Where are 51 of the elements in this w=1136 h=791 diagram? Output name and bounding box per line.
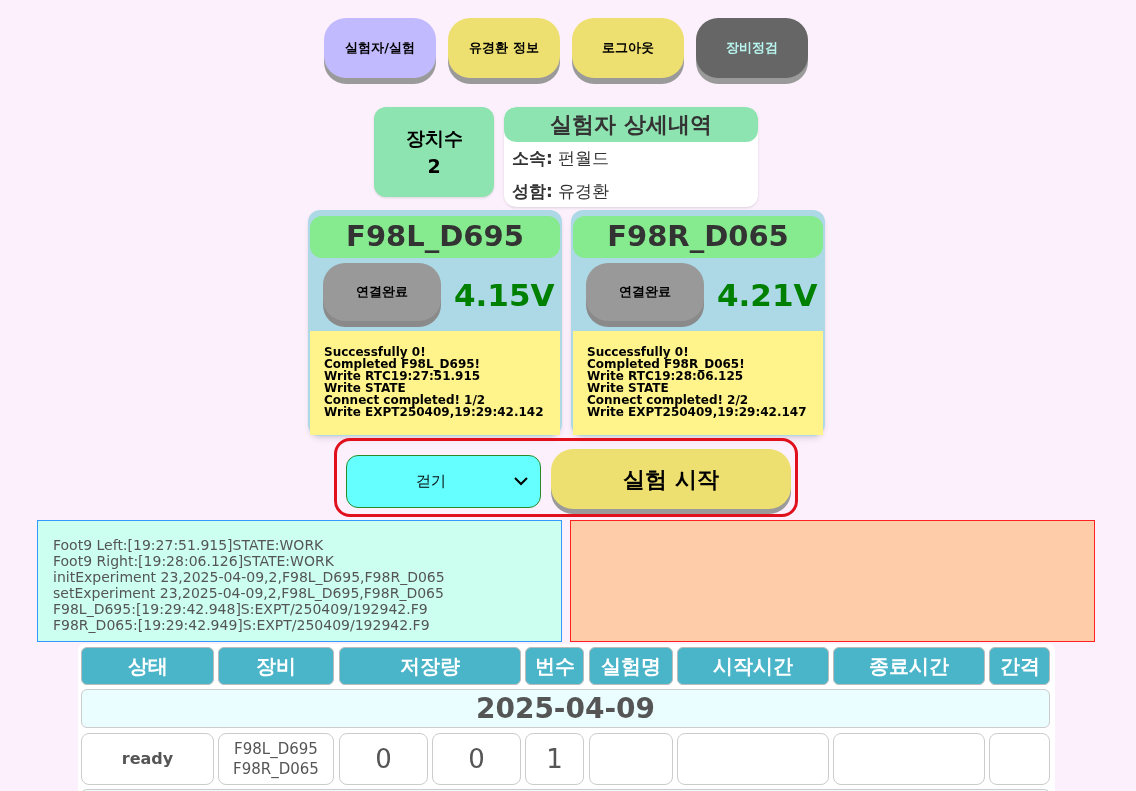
number-cell: 0 bbox=[432, 733, 521, 785]
log-line: Successfully 0! bbox=[324, 346, 427, 358]
log-line: Write RTC19:28:06.125 bbox=[587, 370, 745, 382]
device-card bbox=[308, 210, 562, 436]
device-log-panel bbox=[310, 331, 560, 435]
info-line: 성함: 유경환 bbox=[511, 179, 611, 203]
status-cell: ready bbox=[81, 733, 214, 785]
counter-value: 2 bbox=[427, 154, 441, 179]
log-line: Foot9 Right:[19:28:06.126]STATE:WORK bbox=[53, 553, 335, 569]
empty-panel bbox=[570, 520, 1095, 642]
date-row: 2025-04-09 bbox=[81, 689, 1050, 728]
panel-header: 실험자 상세내역 bbox=[504, 107, 758, 142]
log-line: Completed F98R_D065! bbox=[587, 358, 746, 370]
log-line: Write STATE bbox=[324, 382, 406, 394]
device-name-header: F98R_D065 bbox=[573, 216, 823, 258]
highlight-frame bbox=[334, 438, 798, 517]
table-header-cell: 저장량 bbox=[339, 647, 521, 685]
log-line: Write RTC19:27:51.915 bbox=[324, 370, 482, 382]
table-header-cell: 실험명 bbox=[589, 647, 673, 685]
log-line: Connect completed! 1/2 bbox=[324, 394, 486, 406]
voltage-reading: 4.15V bbox=[454, 276, 555, 315]
system-log-panel bbox=[37, 520, 562, 642]
log-line: F98L_D695:[19:29:42.948]S:EXPT/250409/192942.F9 bbox=[53, 601, 429, 617]
detail-panel bbox=[504, 107, 758, 207]
device-cell: F98L_D695 F98R_D065 bbox=[218, 733, 334, 785]
table-header-cell: 간격 bbox=[989, 647, 1050, 685]
number-cell: 1 bbox=[525, 733, 584, 785]
device-log-panel bbox=[573, 331, 823, 435]
counter-label: 장치수 bbox=[405, 126, 463, 151]
table-header-cell: 종료시간 bbox=[833, 647, 985, 685]
info-line: 소속: 펀월드 bbox=[511, 146, 611, 170]
table-header-cell: 번수 bbox=[525, 647, 584, 685]
device-count-card bbox=[374, 107, 494, 197]
log-line: Write STATE bbox=[587, 382, 669, 394]
log-line: Completed F98L_D695! bbox=[324, 358, 482, 370]
log-line: setExperiment 23,2025-04-09,2,F98L_D695,F98R_D065 bbox=[53, 585, 445, 601]
mode-select: 걷기 bbox=[346, 455, 541, 508]
log-line: Connect completed! 2/2 bbox=[587, 394, 749, 406]
log-line: initExperiment 23,2025-04-09,2,F98L_D695,F98R_D065 bbox=[53, 569, 446, 585]
table-header-cell: 상태 bbox=[81, 647, 214, 685]
number-cell: 0 bbox=[339, 733, 428, 785]
device-name-header: F98L_D695 bbox=[310, 216, 560, 258]
log-line: Successfully 0! bbox=[587, 346, 690, 358]
log-line: Write EXPT250409,19:29:42.147 bbox=[587, 406, 808, 418]
log-line: Write EXPT250409,19:29:42.142 bbox=[324, 406, 545, 418]
log-line: Foot9 Left:[19:27:51.915]STATE:WORK bbox=[53, 537, 325, 553]
table-header-cell: 장비 bbox=[218, 647, 334, 685]
table-header-cell: 시작시간 bbox=[677, 647, 829, 685]
log-line: F98R_D065:[19:29:42.949]S:EXPT/250409/192942.F9 bbox=[53, 617, 431, 633]
device-card bbox=[571, 210, 825, 436]
voltage-reading: 4.21V bbox=[717, 276, 818, 315]
